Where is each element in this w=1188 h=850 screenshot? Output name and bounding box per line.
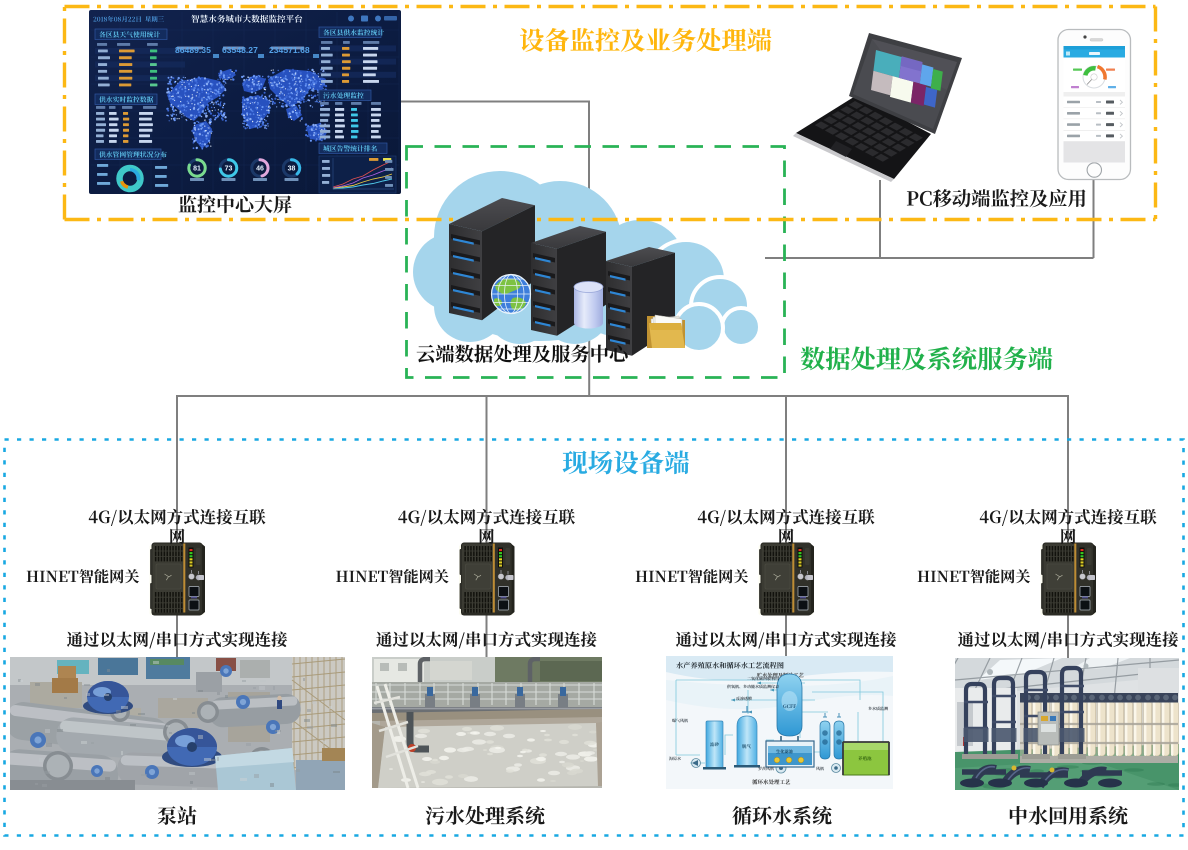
svg-text:63548.27: 63548.27 bbox=[222, 45, 258, 55]
svg-text:81: 81 bbox=[193, 166, 201, 173]
svg-text:38: 38 bbox=[288, 166, 296, 173]
svg-text:73: 73 bbox=[225, 166, 233, 173]
svg-text:234571.68: 234571.68 bbox=[269, 45, 310, 55]
svg-text:86489.35: 86489.35 bbox=[175, 45, 211, 55]
svg-text:46: 46 bbox=[256, 166, 264, 173]
